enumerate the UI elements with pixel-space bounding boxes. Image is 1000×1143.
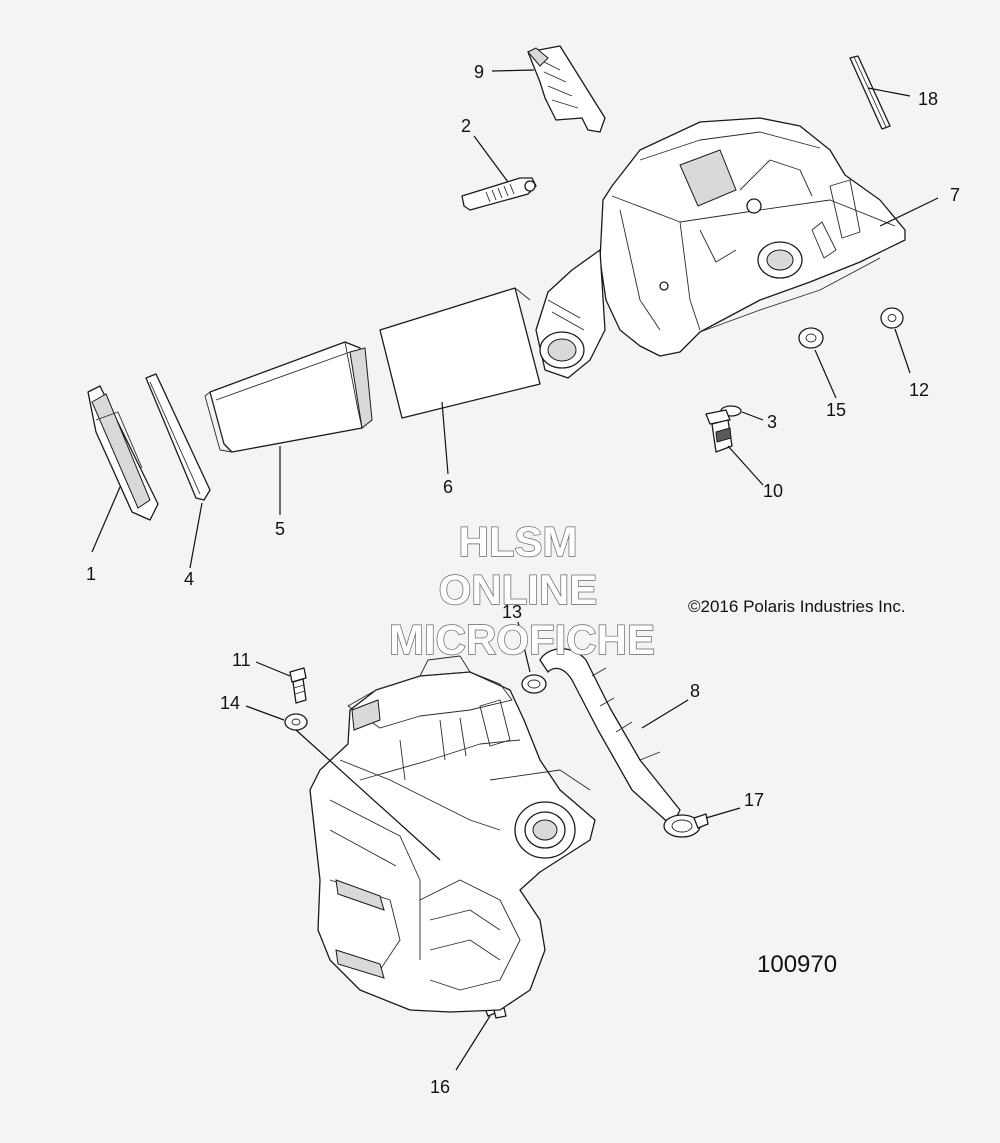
part-12-grommet <box>880 307 904 329</box>
watermark-line-2: ONLINE <box>439 566 598 613</box>
watermark: HLSM ONLINE MICROFICHE <box>388 517 655 663</box>
callout-2: 2 <box>461 116 471 136</box>
part-4-gasket <box>145 373 211 501</box>
diagram-number: 100970 <box>757 951 837 978</box>
callout-17: 17 <box>744 790 764 810</box>
callout-8: 8 <box>690 681 700 701</box>
callout-6: 6 <box>443 477 453 497</box>
callout-9: 9 <box>474 62 484 82</box>
part-5-filter <box>204 341 373 453</box>
callout-7: 7 <box>950 185 960 205</box>
part-15-grommet <box>798 327 824 349</box>
callout-3: 3 <box>767 412 777 432</box>
callout-12: 12 <box>909 380 929 400</box>
callout-14: 14 <box>220 693 240 713</box>
callout-11: 11 <box>232 650 251 670</box>
callout-18: 18 <box>918 89 938 109</box>
callout-10: 10 <box>763 481 783 501</box>
part-2-latch <box>461 177 537 211</box>
part-9-cover <box>527 45 606 133</box>
leader-lines <box>91 69 939 1071</box>
callout-4: 4 <box>184 569 194 589</box>
copyright-notice: ©2016 Polaris Industries Inc. <box>688 597 906 616</box>
part-11-bolt <box>289 667 307 704</box>
callout-15: 15 <box>826 400 846 420</box>
callout-16: 16 <box>430 1077 450 1097</box>
callout-labels: 1 4 5 6 2 9 18 7 15 12 3 10 13 8 17 11 1… <box>86 62 960 1097</box>
part-17-clamp <box>663 813 709 838</box>
part-13-clamp <box>521 674 547 694</box>
watermark-line-1: HLSM <box>459 518 578 565</box>
callout-1: 1 <box>86 564 96 584</box>
watermark-line-3: MICROFICHE <box>389 616 655 663</box>
part-1-cover <box>87 385 159 521</box>
callout-13: 13 <box>502 602 522 622</box>
part-10-drain-valve <box>705 409 733 453</box>
part-18-strip <box>849 55 891 130</box>
part-7-airbox <box>535 117 906 379</box>
part-14-washer <box>284 713 308 731</box>
part-6-filter-wrap <box>379 287 541 419</box>
callout-5: 5 <box>275 519 285 539</box>
lower-airbox-assembly <box>309 655 596 1013</box>
